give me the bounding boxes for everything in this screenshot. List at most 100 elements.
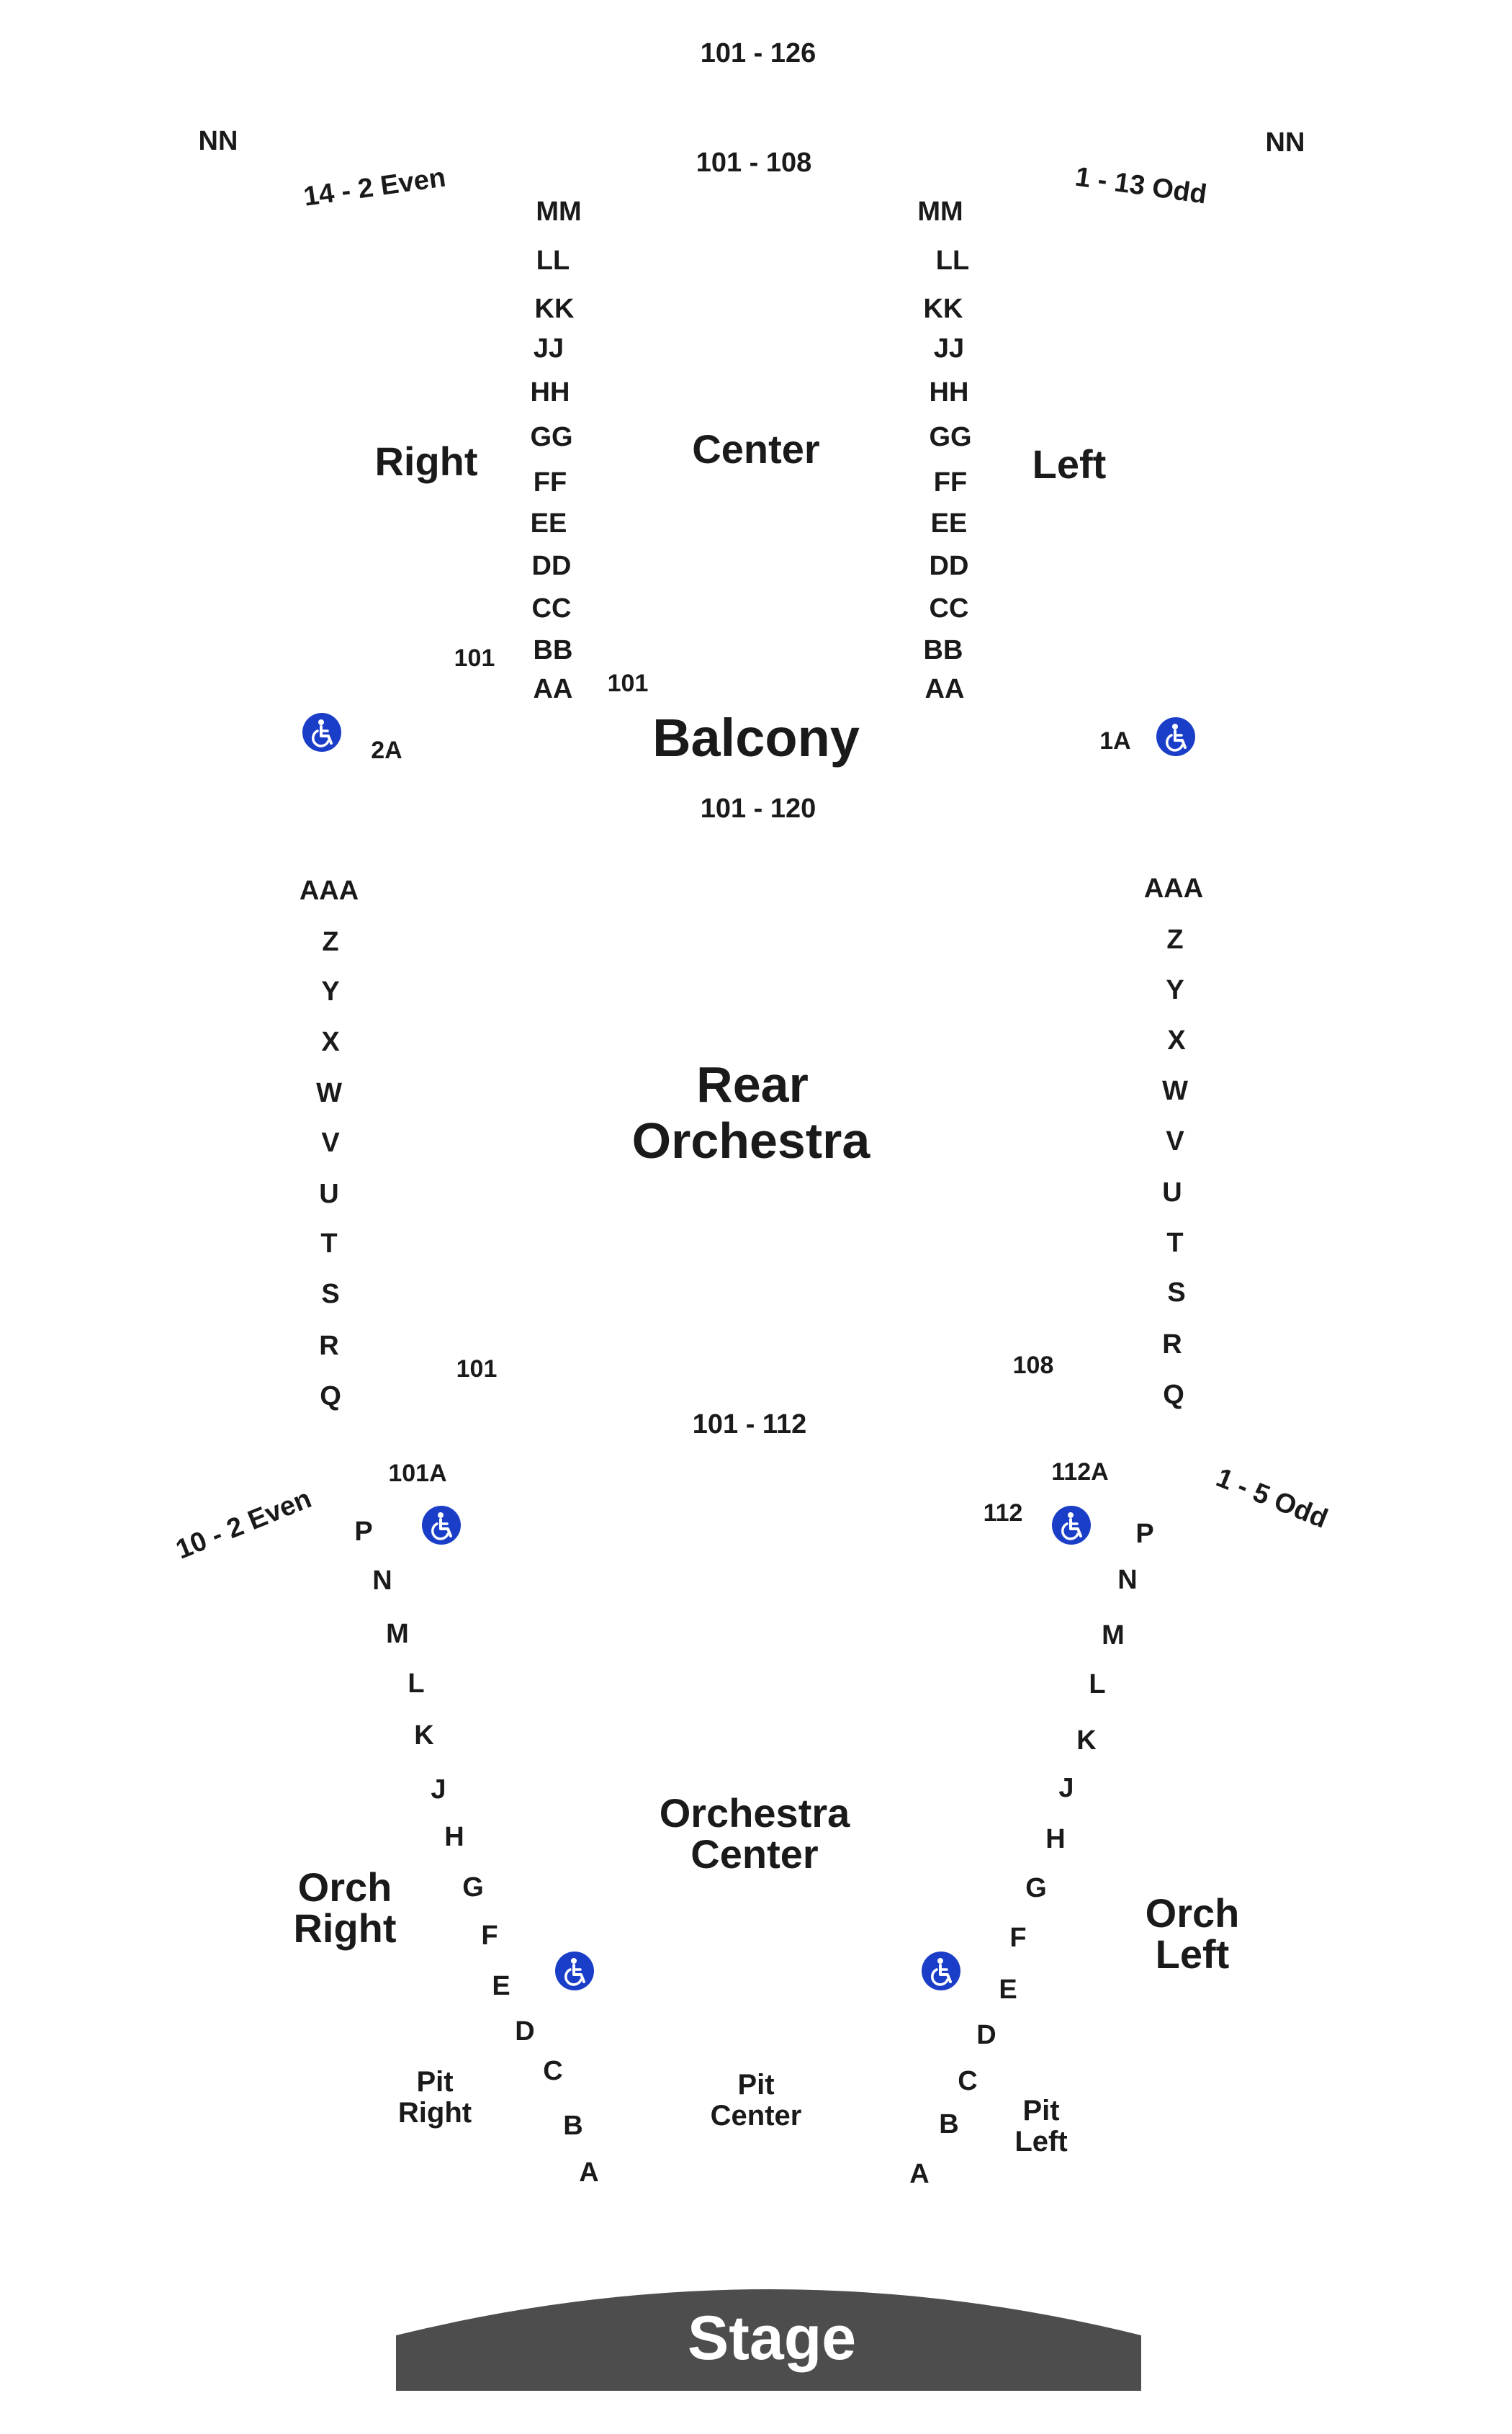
balcony-center-label: Center <box>692 426 819 472</box>
balcony-row-right-dd: DD <box>930 551 969 581</box>
wheelchair-icon <box>420 1504 462 1546</box>
orch-right-line2: Right <box>293 1905 396 1951</box>
balcony-row-left-gg: GG <box>530 422 572 452</box>
balcony-section: 101 - 126 NN NN 101 - 108 14 - 2 Even 1 … <box>199 38 1305 824</box>
rear-row-left-x: X <box>321 1027 340 1057</box>
balcony-row-left-mm: MM <box>536 197 581 227</box>
balcony-row-right-mm: MM <box>917 197 963 227</box>
orch-left-line1: Orch <box>1146 1890 1240 1936</box>
rear-orchestra-range: 101 - 112 <box>693 1409 806 1440</box>
orchestra-center-line2: Center <box>690 1831 818 1877</box>
rear-row-right-z: Z <box>1166 925 1183 955</box>
balcony-row-left-cc: CC <box>532 593 572 624</box>
rear-row-left-y: Y <box>321 976 339 1007</box>
balcony-right-label: Right <box>374 439 477 484</box>
wheelchair-icon <box>301 711 343 753</box>
wheelchair-icon <box>1050 1504 1092 1546</box>
balcony-row-right-cc: CC <box>930 593 969 624</box>
balcony-nn-left: NN <box>199 126 238 156</box>
rear-orchestra-seat-108: 108 <box>1013 1352 1054 1379</box>
orchestra-row-right-g: G <box>1025 1873 1047 1903</box>
rear-row-left-r: R <box>319 1331 338 1361</box>
balcony-range-bottom: 101 - 120 <box>701 794 816 824</box>
balcony-title: Balcony <box>652 708 860 768</box>
orchestra-row-left-j: J <box>431 1774 446 1805</box>
balcony-row-left-ff: FF <box>534 467 567 498</box>
orchestra-row-right-e: E <box>999 1975 1017 2005</box>
orchestra-center-line1: Orchestra <box>660 1790 850 1836</box>
rear-row-left-w: W <box>316 1078 342 1108</box>
pit-section: Pit Right Pit Center Pit Left <box>398 2066 1068 2157</box>
orchestra-row-right-d: D <box>976 2020 996 2050</box>
rear-row-right-w: W <box>1162 1076 1188 1106</box>
balcony-row-left-jj: JJ <box>534 333 564 364</box>
balcony-row-right-jj: JJ <box>934 333 964 364</box>
balcony-seat-1a: 1A <box>1099 727 1130 755</box>
orchestra-row-right-j: J <box>1058 1773 1074 1803</box>
pit-left-line2: Left <box>1014 2126 1067 2157</box>
orchestra-seat-112: 112 <box>984 1499 1023 1527</box>
stage: Stage <box>396 2289 1141 2391</box>
rear-row-right-x: X <box>1167 1025 1186 1056</box>
pit-center-line2: Center <box>711 2100 802 2132</box>
orchestra-row-right-f: F <box>1009 1923 1026 1953</box>
wheelchair-icon <box>554 1950 595 1992</box>
orchestra-row-left-d: D <box>515 2016 534 2047</box>
orchestra-row-left-l: L <box>408 1669 424 1699</box>
rear-row-left-z: Z <box>322 927 338 957</box>
rear-row-right-y: Y <box>1166 975 1184 1005</box>
rear-row-left-q: Q <box>320 1381 341 1411</box>
orchestra-odd-label: 1 - 5 Odd <box>1212 1463 1331 1535</box>
balcony-left-label: Left <box>1032 441 1107 487</box>
balcony-row-right-kk: KK <box>924 294 963 324</box>
rear-row-left-v: V <box>321 1128 340 1158</box>
rear-row-left-t: T <box>320 1229 337 1259</box>
orchestra-row-left-h: H <box>444 1822 464 1852</box>
rear-row-right-q: Q <box>1163 1380 1184 1410</box>
orchestra-even-label: 10 - 2 Even <box>172 1483 316 1565</box>
balcony-row-left-aa: AA <box>534 674 573 704</box>
orchestra-row-right-p: P <box>1135 1519 1153 1549</box>
balcony-row-right-bb: BB <box>924 635 963 665</box>
rear-row-right-r: R <box>1162 1329 1182 1360</box>
rear-row-right-s: S <box>1167 1277 1185 1308</box>
rear-row-left-s: S <box>321 1279 339 1309</box>
balcony-row-left-kk: KK <box>535 294 575 324</box>
wheelchair-icon <box>1155 716 1197 758</box>
balcony-row-right-gg: GG <box>929 422 971 452</box>
balcony-seat-101-right: 101 <box>454 645 495 672</box>
orchestra-seat-112a: 112A <box>1051 1458 1108 1486</box>
balcony-row-right-aa: AA <box>925 674 965 704</box>
pit-right-line1: Pit <box>416 2066 453 2098</box>
rear-row-right-u: U <box>1162 1177 1182 1208</box>
orchestra-row-right-n: N <box>1117 1565 1137 1595</box>
orchestra-seat-101a: 101A <box>388 1460 446 1487</box>
balcony-even-label: 14 - 2 Even <box>302 163 447 212</box>
rear-orchestra-title-line2: Orchestra <box>632 1113 871 1169</box>
balcony-row-right-ll: LL <box>936 246 969 276</box>
orchestra-row-right-l: L <box>1089 1669 1105 1699</box>
stage-shape <box>396 2289 1141 2391</box>
balcony-row-right-ff: FF <box>934 467 967 498</box>
orchestra-row-left-g: G <box>462 1872 484 1903</box>
balcony-row-right-ee: EE <box>931 508 968 539</box>
wheelchair-icon <box>920 1950 962 1992</box>
orchestra-row-left-m: M <box>386 1619 409 1649</box>
balcony-row-left-bb: BB <box>534 635 573 665</box>
orchestra-row-right-c: C <box>958 2066 977 2096</box>
rear-orchestra-seat-101: 101 <box>456 1355 498 1383</box>
balcony-seat-2a: 2A <box>371 737 402 764</box>
rear-row-right-aaa: AAA <box>1144 874 1203 904</box>
rear-row-left-u: U <box>319 1179 338 1209</box>
orch-right-line1: Orch <box>298 1864 392 1910</box>
balcony-nn-right: NN <box>1266 127 1305 158</box>
balcony-range-top: 101 - 126 <box>701 38 816 68</box>
